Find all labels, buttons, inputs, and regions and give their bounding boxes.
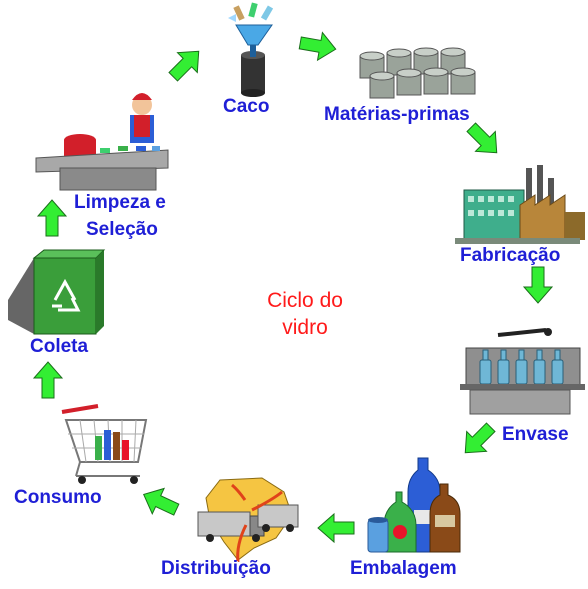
- cycle-arrows: [33, 28, 553, 543]
- raw-material-drums-icon: [359, 47, 476, 99]
- glass-bottles-icon: [367, 457, 461, 553]
- stage-label-selecao: Seleção: [86, 219, 158, 240]
- stage-label-fabricacao: Fabricação: [460, 245, 561, 266]
- shopping-cart-icon: [61, 404, 148, 484]
- stage-label-caco: Caco: [223, 96, 270, 117]
- arrow-fabricacao-to-envase: [523, 266, 553, 304]
- diagram-title-line-2: vidro: [282, 316, 328, 339]
- stage-label-limpeza: Limpeza e: [74, 192, 166, 213]
- recycling-bin-icon: [8, 249, 106, 335]
- arrow-limpeza-to-caco: [162, 40, 210, 88]
- brazil-map-trucks-icon: [197, 477, 299, 563]
- arrow-embalagem-to-distribuicao: [317, 513, 355, 543]
- arrow-coleta-to-limpeza: [37, 199, 67, 237]
- bottling-line-icon: [460, 328, 585, 415]
- sorting-worker-icon: [35, 93, 169, 191]
- glass-cullet-hopper-icon: [228, 2, 274, 97]
- diagram-title-line-1: Ciclo do: [267, 289, 343, 312]
- factory-icon: [455, 165, 585, 244]
- arrow-envase-to-embalagem: [454, 416, 502, 464]
- stage-label-envase: Envase: [502, 424, 569, 445]
- stage-label-distribuicao: Distribuição: [161, 558, 271, 579]
- arrow-distribuicao-to-consumo: [137, 481, 183, 523]
- arrow-consumo-to-coleta: [33, 361, 63, 399]
- stage-label-materias-primas: Matérias-primas: [324, 104, 470, 125]
- arrow-caco-to-materias: [297, 28, 339, 64]
- stage-label-consumo: Consumo: [14, 487, 102, 508]
- stage-label-coleta: Coleta: [30, 336, 89, 357]
- diagram-title: Ciclo do vidro: [240, 287, 370, 341]
- stage-label-embalagem: Embalagem: [350, 558, 457, 579]
